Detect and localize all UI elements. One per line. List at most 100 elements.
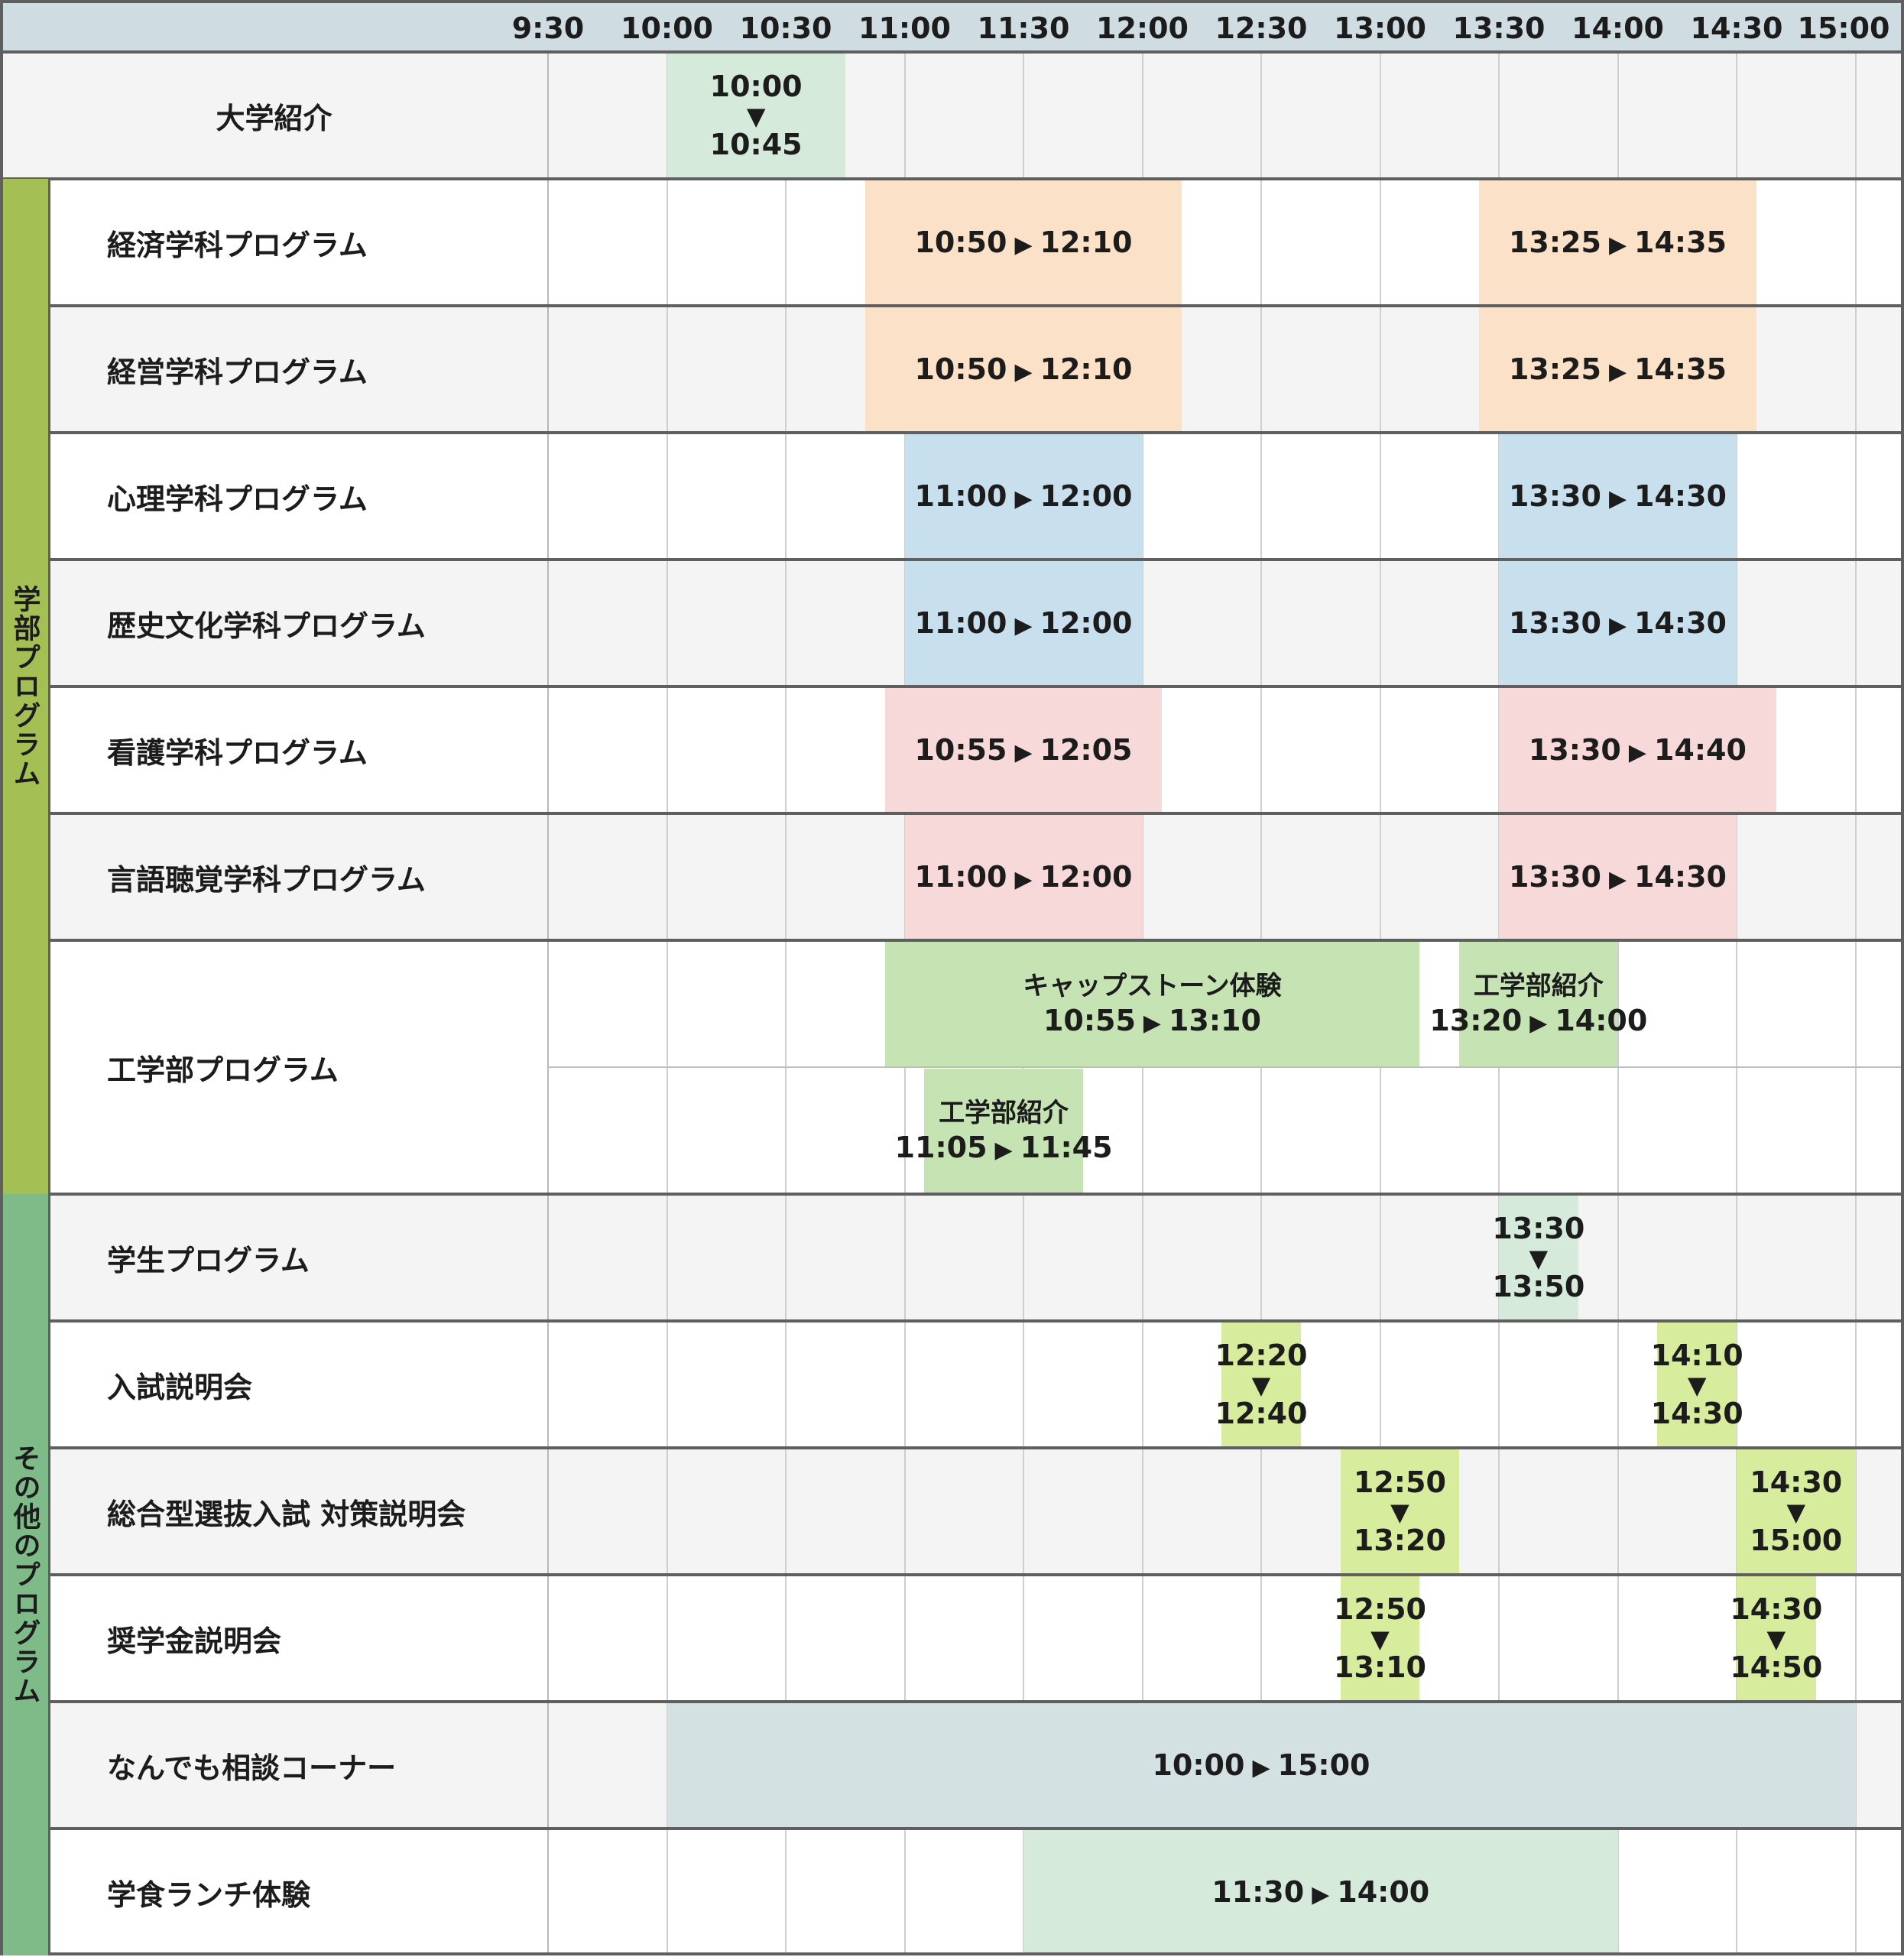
event-block[interactable]: 12:20▼12:40 [1215,1323,1307,1448]
outer-border [0,0,1904,3]
start-time: 12:50 [1334,1592,1426,1627]
event-block[interactable]: 14:30▼15:00 [1737,1449,1856,1575]
lane-divider [548,1066,1904,1068]
end-time: 13:10 [1168,1003,1261,1037]
row-background [50,1194,1904,1321]
event-block[interactable]: 13:30▶14:30 [1499,434,1737,560]
row-divider [50,304,1904,307]
event-block[interactable]: 11:00▶12:00 [904,561,1143,686]
time-tick-label: 14:30 [1690,11,1783,45]
row-divider [50,939,1904,942]
row-divider [50,685,1904,688]
row-background [0,52,1904,179]
row-label: なんでも相談コーナー [107,1751,397,1785]
row-divider [50,431,1904,434]
event-block[interactable]: 11:00▶12:00 [904,434,1143,560]
end-time: 12:00 [1040,606,1133,641]
event-block[interactable]: 11:30▶14:00 [1023,1830,1618,1955]
row-divider [50,1319,1904,1323]
arrow-right-icon: ▶ [1014,612,1033,640]
start-time: 10:00 [1152,1748,1245,1783]
event-title: キャップストーン体験 [1023,970,1282,1001]
gridline-vertical [666,52,668,1955]
row-label: 入試説明会 [107,1370,253,1404]
event-block[interactable]: 10:55▶12:05 [884,688,1163,813]
event-block[interactable]: 13:30▶14:30 [1499,815,1737,940]
start-time: 11:00 [914,606,1007,641]
start-time: 13:20 [1429,1003,1523,1037]
end-time: 13:20 [1353,1524,1446,1557]
row-label: 経済学科プログラム [107,228,368,262]
event-time: 10:50▶12:10 [914,226,1132,260]
row-label: 経営学科プログラム [107,355,368,389]
arrow-right-icon: ▶ [1014,232,1033,259]
event-block[interactable]: 10:00▼10:45 [667,54,845,179]
arrow-right-icon: ▶ [1608,359,1627,386]
start-time: 14:30 [1730,1592,1823,1627]
event-block[interactable]: 10:00▶15:00 [667,1703,1856,1829]
event-block[interactable]: 11:00▶12:00 [904,815,1143,940]
row-label: 学生プログラム [107,1243,310,1277]
event-block[interactable]: 13:25▶14:35 [1479,180,1756,306]
event-time: 11:00▶12:00 [914,479,1132,514]
event-time: 13:30▶14:30 [1509,606,1727,641]
event-block[interactable]: 10:50▶12:10 [864,180,1182,306]
arrow-down-icon: ▼ [1529,1244,1549,1273]
event-time: 13:30▶14:30 [1509,479,1727,514]
start-time: 14:30 [1750,1465,1843,1500]
end-time: 14:50 [1730,1650,1823,1684]
end-time: 14:40 [1653,733,1747,768]
row-label: 学食ランチ体験 [107,1877,311,1912]
event-title: 工学部紹介 [1473,970,1604,1001]
start-time: 12:20 [1215,1339,1308,1373]
arrow-down-icon: ▼ [1766,1624,1786,1654]
event-block[interactable]: 12:50▼13:10 [1334,1576,1426,1702]
time-header [0,0,1904,52]
event-time: 13:25▶14:35 [1508,352,1727,387]
end-time: 11:45 [1020,1130,1113,1164]
event-block[interactable]: 13:30▼13:50 [1492,1196,1585,1321]
start-time: 13:25 [1508,352,1601,387]
arrow-right-icon: ▶ [1628,739,1646,767]
row-label: 総合型選抜入試 対策説明会 [107,1497,466,1531]
arrow-down-icon: ▼ [1390,1498,1409,1527]
event-time: 13:30▶14:40 [1529,733,1747,768]
event-time: 11:00▶12:00 [914,860,1132,894]
event-time: 13:30▶14:30 [1509,860,1727,894]
event-block[interactable]: 13:30▶14:40 [1499,688,1776,813]
end-time: 14:35 [1634,226,1727,260]
arrow-right-icon: ▶ [1014,866,1033,894]
event-block[interactable]: 14:10▼14:30 [1651,1323,1743,1448]
arrow-right-icon: ▶ [1014,485,1033,513]
row-label: 奨学金説明会 [107,1624,282,1658]
end-time: 15:00 [1750,1524,1843,1557]
end-time: 12:10 [1040,352,1133,387]
event-block[interactable]: 13:25▶14:35 [1479,307,1756,433]
arrow-right-icon: ▶ [994,1136,1013,1163]
category-bar: 学部プログラム [0,179,50,1194]
end-time: 14:30 [1634,860,1727,894]
gridline-vertical [785,52,787,1955]
start-time: 10:00 [709,70,803,104]
end-time: 15:00 [1277,1748,1370,1783]
event-block[interactable]: 12:50▼13:20 [1340,1449,1460,1575]
arrow-right-icon: ▶ [1608,866,1627,894]
start-time: 14:10 [1650,1339,1743,1373]
row-label: 言語聴覚学科プログラム [107,862,426,897]
event-block[interactable]: 10:50▶12:10 [864,307,1182,433]
gridline-vertical [1736,52,1737,1955]
event-block[interactable]: 14:30▼14:50 [1730,1576,1822,1702]
end-time: 13:10 [1334,1650,1426,1684]
time-tick-label: 12:30 [1215,11,1308,45]
row-divider [50,812,1904,815]
event-block[interactable]: 13:30▶14:30 [1499,561,1737,686]
time-tick-label: 10:00 [621,11,713,45]
row-divider [50,1573,1904,1576]
arrow-down-icon: ▼ [746,102,766,131]
start-time: 12:50 [1353,1465,1446,1500]
event-time: 13:25▶14:35 [1509,226,1727,260]
gridline-vertical [1617,52,1619,1955]
